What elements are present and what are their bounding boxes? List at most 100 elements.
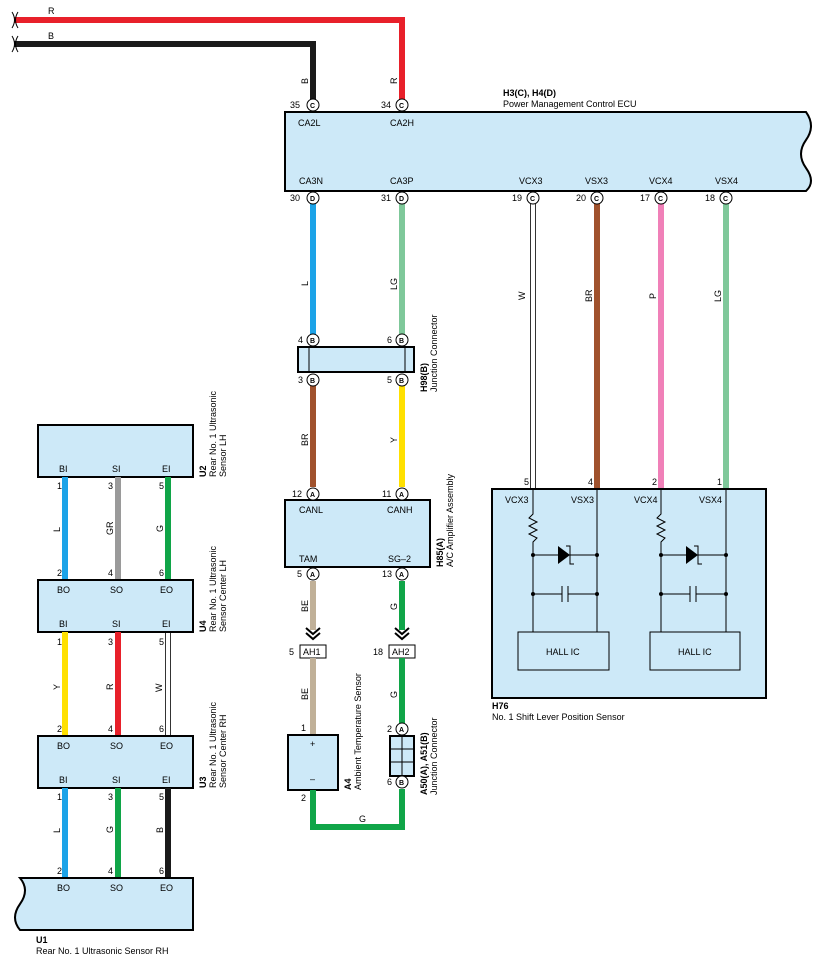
svg-text:B: B <box>310 378 315 385</box>
ecu-pin-label: VSX4 <box>715 176 738 186</box>
h76-pin-num: 5 <box>524 477 529 487</box>
junction-connector-a50: A50(A), A51(B) Junction Connector <box>389 717 439 795</box>
ecu-pin-label: VCX4 <box>649 176 673 186</box>
resistor-icon <box>655 489 667 632</box>
ac-amplifier-h85: CANL CANH TAM SG–2 H85(A) A/C Amplifier … <box>284 473 455 568</box>
u-pin-label: SI <box>112 775 121 785</box>
u-pin-num: 3 <box>108 481 113 491</box>
wire-label-b: B <box>48 31 54 41</box>
u-pin-num: 4 <box>108 866 113 876</box>
ah-connectors: AH1 5 AH2 18 <box>289 644 416 659</box>
u-pin-num: 4 <box>108 568 113 578</box>
ecu-id: H3(C), H4(D) <box>503 88 556 98</box>
pin-num: 19 <box>512 193 522 203</box>
h85-body <box>284 499 431 568</box>
u1-name: Rear No. 1 Ultrasonic Sensor RH <box>36 946 169 956</box>
svg-text:A: A <box>310 492 315 499</box>
svg-text:C: C <box>530 196 535 203</box>
wire-label: P <box>648 293 658 299</box>
h98-id: H98(B) <box>419 363 429 392</box>
svg-text:D: D <box>399 196 404 203</box>
h85-pin-label: TAM <box>299 554 317 564</box>
u-pin-label: EI <box>162 619 171 629</box>
wire-label: L <box>300 281 310 286</box>
pin-num: 35 <box>290 100 300 110</box>
a4-plus: + <box>310 739 315 749</box>
svg-text:D: D <box>310 196 315 203</box>
wire-label: Y <box>389 437 399 443</box>
wire-label: BR <box>584 289 594 302</box>
wire-label-ground: G <box>359 814 366 824</box>
wire-label: GR <box>105 521 115 535</box>
u1-id: U1 <box>36 935 48 945</box>
u-pin-label: BI <box>59 775 68 785</box>
wire-label-r: R <box>48 6 55 16</box>
ecu-pin-label: VCX3 <box>519 176 543 186</box>
wire-label-ecu-top-2: R <box>389 77 399 84</box>
h85-pin-label: CANH <box>387 505 413 515</box>
a4-body <box>287 734 339 791</box>
u3-u1-wires: 1 3 5 L G B 2 4 6 <box>52 788 171 878</box>
u-pin-label: EI <box>162 775 171 785</box>
u2-body <box>37 424 194 478</box>
u-pin-label: BO <box>57 883 70 893</box>
ah-num: 5 <box>289 647 294 657</box>
u-pin-num: 6 <box>159 724 164 734</box>
u-pin-num: 6 <box>159 866 164 876</box>
h76-pin-num: 1 <box>717 477 722 487</box>
u-pin-label: EO <box>160 585 173 595</box>
a4-pin: 1 <box>301 723 306 733</box>
u-pin-label: SI <box>112 464 121 474</box>
wire-label: BR <box>300 433 310 446</box>
u-pin-label: BI <box>59 464 68 474</box>
ultrasonic-sensor-u3: BO SO EO BI SI EI U3 Rear No. 1 Ultrason… <box>37 701 228 789</box>
pin-num: 17 <box>640 193 650 203</box>
u3-id: U3 <box>198 776 208 788</box>
wire-label: G <box>389 691 399 698</box>
ecu-pin-label: VSX3 <box>585 176 608 186</box>
zener-diode-icon <box>558 546 570 564</box>
ecu-name: Power Management Control ECU <box>503 99 637 109</box>
ecu-pin-label: CA3P <box>390 176 414 186</box>
hall-ic-box <box>517 631 610 671</box>
wire-label: G <box>105 826 115 833</box>
u-pin-label: SO <box>110 883 123 893</box>
h76-pin-label: VCX3 <box>505 495 529 505</box>
h76-pin-label: VSX3 <box>571 495 594 505</box>
ah-num: 18 <box>373 647 383 657</box>
h76-pin-label: VCX4 <box>634 495 658 505</box>
pin-num: 20 <box>576 193 586 203</box>
wire-label-ecu-top-1: B <box>300 78 310 84</box>
chevron-down-icon <box>305 627 321 641</box>
u3-body <box>37 735 194 789</box>
h85-id: H85(A) <box>435 538 445 567</box>
hall-ic-label: HALL IC <box>546 647 580 657</box>
ultrasonic-sensor-u2: BI SI EI U2 Rear No. 1 Ultrasonic Sensor… <box>37 390 228 478</box>
chevron-down-icon <box>394 627 410 641</box>
u2-name: Sensor LH <box>218 434 228 477</box>
ah-label: AH1 <box>303 647 321 657</box>
incoming-wires: R B <box>11 6 405 100</box>
svg-text:C: C <box>723 196 728 203</box>
u4-name: Rear No. 1 Ultrasonic <box>208 545 218 632</box>
u-pin-label: BO <box>57 741 70 751</box>
ecu-bottom-wires: L LG W BR P LG <box>300 198 729 489</box>
pin-num: 2 <box>387 724 392 734</box>
wire-red-main <box>14 17 405 100</box>
h85-name: A/C Amplifier Assembly <box>445 473 455 567</box>
pin-num: 12 <box>292 489 302 499</box>
pin-num: 6 <box>387 335 392 345</box>
capacitor-icon <box>689 586 697 602</box>
u-pin-num: 1 <box>57 637 62 647</box>
u-pin-num: 3 <box>108 637 113 647</box>
h85-pin-label: SG–2 <box>388 554 411 564</box>
svg-text:A: A <box>399 492 404 499</box>
wire-label: B <box>155 827 165 833</box>
u-pin-num: 6 <box>159 568 164 578</box>
u-pin-label: EI <box>162 464 171 474</box>
u-pin-num: 2 <box>57 724 62 734</box>
u-pin-num: 3 <box>108 792 113 802</box>
svg-text:A: A <box>399 727 404 734</box>
u4-u3-wires: 1 3 5 Y R W 2 4 6 <box>52 632 171 736</box>
pin-num: 30 <box>290 193 300 203</box>
